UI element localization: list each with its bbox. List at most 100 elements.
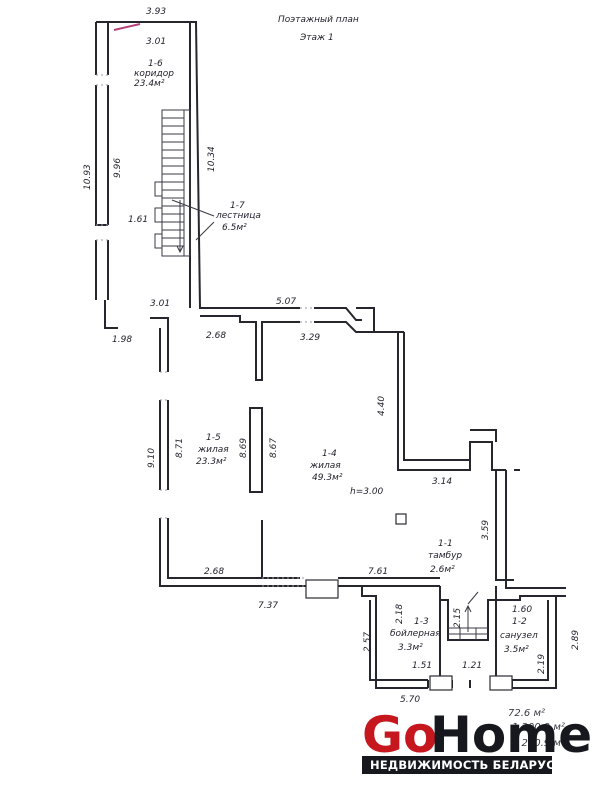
stair-outline — [161, 109, 185, 257]
area-totals: 72.6 м² 1 200.9 м² 1 200.9 м² — [508, 708, 565, 749]
boiler-window — [429, 675, 453, 691]
dim-corridor-length: 10.34 — [207, 146, 217, 172]
dim-151: 1.51 — [412, 661, 432, 671]
staircase — [154, 109, 215, 257]
room-1-4-name: жилая — [309, 461, 341, 471]
room-1-2-area: 3.5м² — [504, 645, 529, 655]
plan-floor: Этаж 1 — [299, 33, 334, 43]
corridor-bottom-left-jog — [104, 300, 118, 329]
dim-160: 1.60 — [512, 605, 532, 615]
dim-268-bottom: 2.68 — [204, 567, 224, 577]
bath-window — [489, 675, 513, 691]
top-opening — [300, 307, 314, 323]
room15-top-left — [150, 317, 169, 372]
dim-910: 9.10 — [147, 448, 157, 468]
bath-right-inner — [512, 600, 549, 681]
walls — [95, 21, 566, 689]
dim-289: 2.89 — [571, 630, 581, 650]
stair-rail — [184, 109, 191, 257]
bath-right-outer — [512, 596, 557, 689]
brand-go: Go — [362, 706, 437, 764]
room15-left-bottom — [159, 518, 280, 587]
column-marker — [395, 513, 407, 525]
corridor-left-wall-mid — [95, 85, 108, 226]
room-1-6-name: коридор — [134, 69, 174, 79]
bath-top — [488, 595, 566, 601]
room-1-5-name: жилая — [197, 445, 229, 455]
dim-268-top: 2.68 — [206, 331, 226, 341]
bottom-opening — [262, 577, 306, 587]
stair-steps — [162, 117, 184, 247]
right-wall-lower-inner — [495, 470, 514, 581]
room-1-6-area: 23.4м² — [134, 79, 165, 89]
partition-top — [200, 315, 300, 381]
total-1: 72.6 м² — [508, 708, 545, 719]
entrance-door — [305, 579, 339, 599]
right-wall-lower — [505, 470, 566, 589]
right-notch-top — [470, 429, 497, 442]
tambour-arrow — [464, 604, 472, 632]
room-labels: 1-6 коридор 23.4м² 1-7 лестница 6.5м² 1-… — [134, 59, 538, 655]
brand-tag-bar — [362, 756, 552, 774]
dim-570: 5.70 — [400, 695, 420, 705]
stair-leader-lines — [171, 199, 215, 241]
room-1-3-id: 1-3 — [414, 617, 429, 627]
room-1-1-id: 1-1 — [438, 539, 453, 549]
room-1-5-area: 23.3м² — [196, 457, 227, 467]
room-1-2-name: санузел — [500, 631, 538, 641]
dim-871: 8.71 — [175, 438, 185, 458]
dim-stair-side: 1.61 — [128, 215, 148, 225]
corridor-right-wall — [190, 21, 212, 309]
room-1-3-area: 3.3м² — [398, 643, 423, 653]
room-1-6-id: 1-6 — [148, 59, 163, 69]
room-1-4-area: 49.3м² — [312, 473, 343, 483]
plan-title: Поэтажный план — [278, 15, 359, 25]
tambour-steps — [448, 591, 488, 640]
dim-329: 3.29 — [300, 333, 320, 343]
dim-198: 1.98 — [112, 335, 132, 345]
dim-314: 3.14 — [432, 477, 452, 487]
dim-left-outer: 10.93 — [83, 164, 93, 190]
room-1-2-id: 1-2 — [512, 617, 527, 627]
stair-arrow — [176, 200, 184, 254]
dim-737: 7.37 — [258, 601, 278, 611]
total-3: 1 200.9 м² — [512, 738, 565, 749]
right-wall-upper — [397, 332, 506, 471]
height-note: h=3.00 — [350, 487, 384, 497]
inner-dividers — [439, 600, 497, 688]
dim-corridor-bottom: 3.01 — [150, 299, 170, 309]
room-1-7-name: лестница — [215, 211, 261, 221]
stair-post-a — [154, 181, 163, 197]
dim-359: 3.59 — [481, 520, 491, 540]
dim-440: 4.40 — [377, 396, 387, 416]
dim-corridor-width: 3.01 — [146, 37, 166, 47]
dimension-labels: 3.93 3.01 10.93 9.96 1.61 10.34 3.01 1.9… — [83, 7, 581, 705]
main-top-wall-inner — [314, 321, 398, 333]
main-top-wall-right — [314, 307, 362, 321]
boiler-outer — [361, 586, 428, 689]
dim-top: 3.93 — [146, 7, 166, 17]
dim-867: 8.67 — [269, 438, 279, 458]
total-2: 1 200.9 м² — [512, 722, 565, 733]
room-1-1-name: тамбур — [428, 551, 462, 561]
dim-left-inner: 9.96 — [113, 158, 123, 178]
left-window-lines — [160, 371, 168, 519]
room-1-3-name: бойлерная — [390, 629, 441, 639]
room-1-4-id: 1-4 — [322, 449, 337, 459]
brand-tagline: НЕДВИЖИМОСТЬ БЕЛАРУСИ — [370, 758, 565, 772]
corridor-window-lines — [96, 74, 108, 241]
stair-post-c — [154, 233, 163, 249]
entry-stub — [356, 307, 404, 333]
stair-post-b — [154, 207, 163, 223]
brand-home: Home — [430, 706, 592, 764]
right-wall-upper-inner — [403, 332, 470, 461]
boiler-inner — [369, 600, 428, 681]
brand-logo: Go Home НЕДВИЖИМОСТЬ БЕЛАРУСИ — [362, 706, 592, 774]
room-1-7-area: 6.5м² — [222, 223, 247, 233]
room-1-5-id: 1-5 — [206, 433, 221, 443]
dim-121: 1.21 — [462, 661, 482, 671]
room15-inner-bottom — [167, 518, 263, 579]
partition-pillar — [249, 407, 263, 493]
dim-215: 2.15 — [453, 608, 463, 628]
